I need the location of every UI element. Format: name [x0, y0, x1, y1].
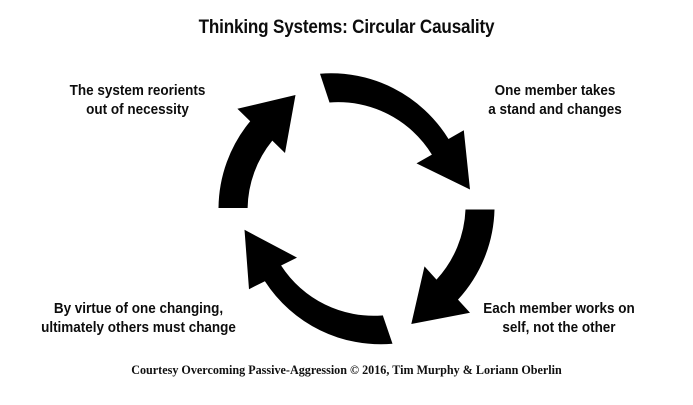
- label-top-left: The system reorients out of necessity: [10, 82, 266, 120]
- label-bottom-right-line2: self, not the other: [502, 320, 616, 336]
- label-top-right-line1: One member takes: [494, 83, 616, 99]
- cycle-arrow-bottom-right: [411, 209, 495, 324]
- label-top-left-line1: The system reorients: [69, 83, 206, 99]
- cycle-arrow-top-right: [320, 73, 470, 190]
- label-top-right: One member takes a stand and changes: [434, 82, 676, 120]
- label-top-left-line2: out of necessity: [86, 102, 189, 118]
- label-bottom-right: Each member works on self, not the other: [439, 300, 679, 338]
- cycle-arrow-top-left: [218, 95, 296, 208]
- credit-line: Courtesy Overcoming Passive-Aggression ©…: [131, 363, 562, 377]
- label-bottom-left-line2: ultimately others must change: [41, 320, 236, 336]
- cycle-arrow-bottom-left: [244, 229, 393, 345]
- label-top-right-line2: a stand and changes: [488, 102, 622, 118]
- label-bottom-left: By virtue of one changing, ultimately ot…: [10, 300, 268, 338]
- label-bottom-right-line1: Each member works on: [483, 301, 635, 317]
- label-bottom-left-line1: By virtue of one changing,: [53, 301, 224, 317]
- cycle-arrows-svg: [218, 73, 495, 345]
- page-title: Thinking Systems: Circular Causality: [198, 17, 495, 38]
- circular-causality-diagram: [197, 52, 517, 362]
